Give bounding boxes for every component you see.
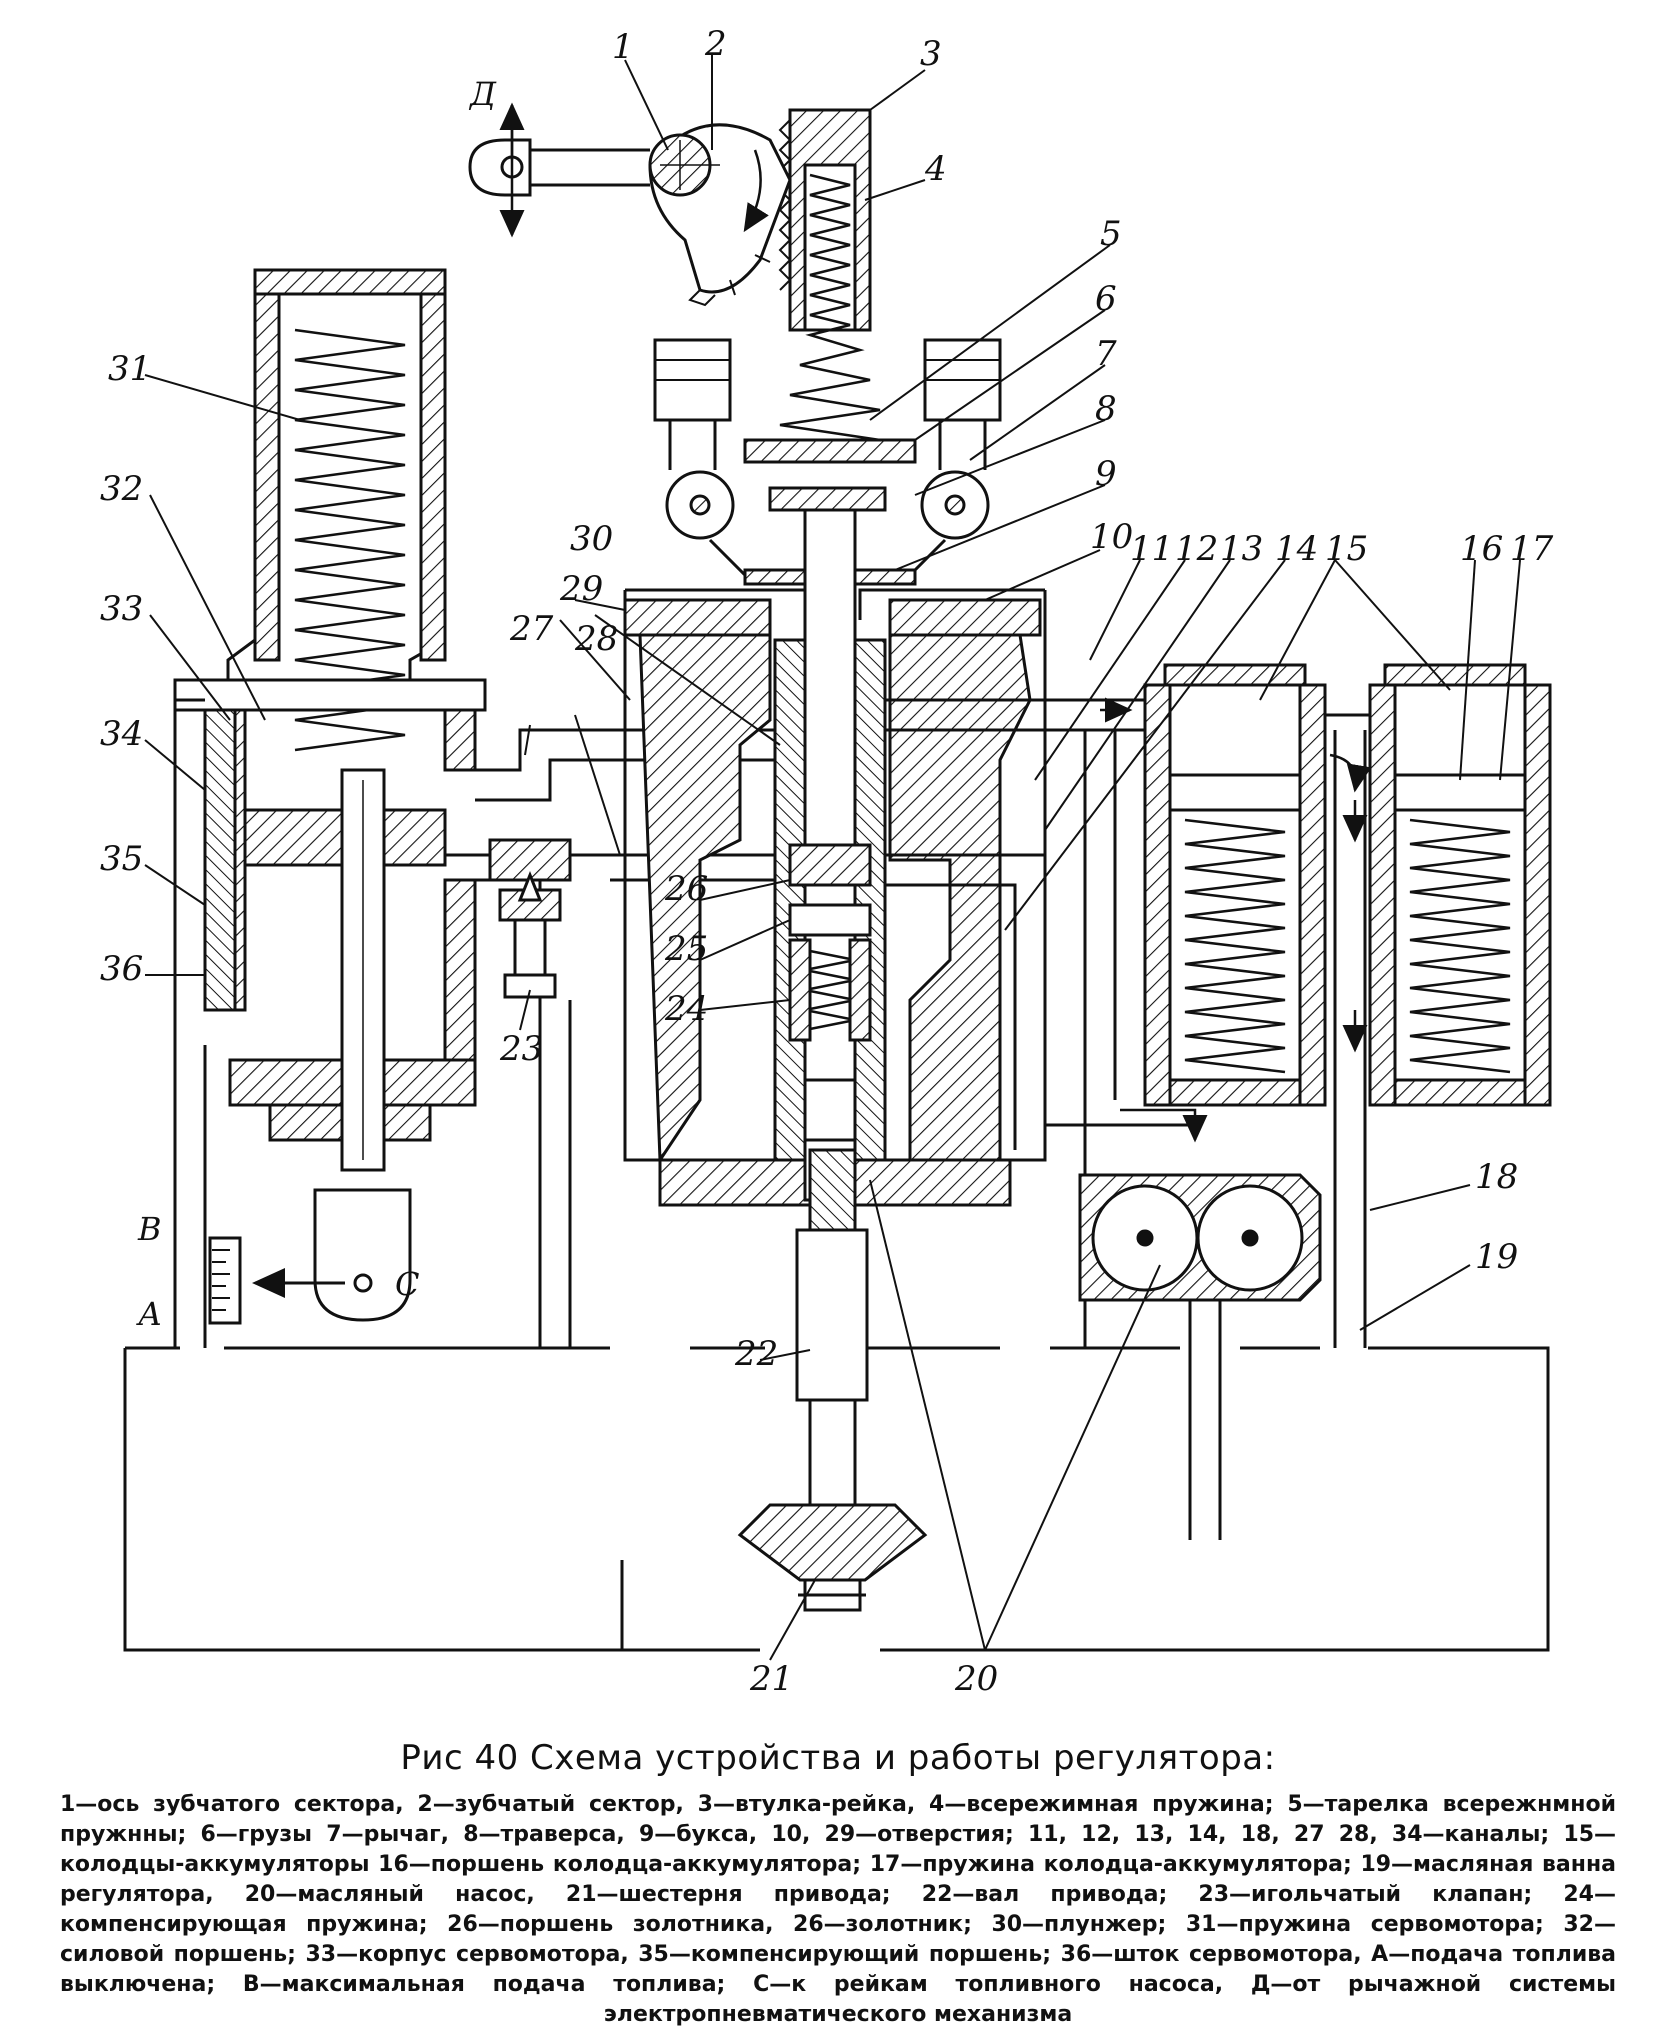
label-19: 19: [1475, 1237, 1518, 1277]
label-17: 17: [1510, 529, 1554, 569]
label-24: 24: [664, 989, 708, 1029]
label-36: 36: [100, 949, 143, 989]
label-25: 25: [664, 929, 708, 969]
label-16: 16: [1460, 529, 1503, 569]
part-labels: 1 2 3 4 5 6 7 8 9 10 11 12 13 14 15 16 1…: [100, 24, 1554, 1699]
label-21: 21: [749, 1659, 793, 1699]
accumulator-spring-left: [1184, 818, 1286, 1074]
leader-lines: [144, 55, 1521, 1661]
label-2: 2: [704, 24, 727, 64]
label-35: 35: [100, 839, 143, 879]
label-32: 32: [100, 469, 143, 509]
variable-speed-spring: [779, 173, 881, 442]
label-9: 9: [1095, 454, 1117, 494]
label-11: 11: [1130, 529, 1173, 569]
label-20: 20: [954, 1659, 998, 1699]
label-29: 29: [559, 569, 603, 609]
figure-caption: Рис 40 Схема устройства и работы регулят…: [60, 1738, 1616, 2030]
governor-diagram: 1 2 3 4 5 6 7 8 9 10 11 12 13 14 15 16 1…: [100, 24, 1554, 1699]
label-b: В: [137, 1210, 162, 1248]
drive-gear: [737, 1503, 928, 1582]
label-12: 12: [1175, 529, 1218, 569]
channels-27-28: [445, 728, 800, 1348]
label-26: 26: [664, 869, 708, 909]
label-33: 33: [100, 589, 143, 629]
label-1: 1: [612, 27, 634, 67]
label-7: 7: [1095, 334, 1117, 374]
label-4: 4: [924, 149, 947, 189]
caption-title: Рис 40 Схема устройства и работы регулят…: [400, 1738, 1276, 1778]
label-27: 27: [509, 609, 554, 649]
channels-11-18: [885, 697, 1372, 1348]
label-23: 23: [499, 1029, 543, 1069]
oil-bath: [123, 1346, 1550, 1652]
needle-valve: [488, 838, 572, 999]
label-30: 30: [570, 519, 613, 559]
accumulator-spring-right: [1409, 818, 1511, 1074]
label-a: А: [136, 1295, 162, 1333]
label-3: 3: [920, 34, 942, 74]
label-18: 18: [1475, 1157, 1518, 1197]
label-15: 15: [1325, 529, 1368, 569]
label-d: Д: [468, 75, 497, 113]
label-22: 22: [734, 1334, 778, 1374]
label-10: 10: [1090, 517, 1133, 557]
label-5: 5: [1100, 214, 1122, 254]
valve-body: [623, 588, 1047, 1207]
label-31: 31: [108, 349, 151, 389]
oil-pump: [1078, 1173, 1322, 1540]
spring-rack: [468, 102, 881, 442]
label-13: 13: [1220, 529, 1263, 569]
spool-assembly: [737, 498, 928, 1612]
accumulators: [1143, 663, 1552, 1107]
label-6: 6: [1095, 279, 1117, 319]
label-c: С: [395, 1265, 419, 1303]
servo-rod-end: [313, 1188, 412, 1322]
caption-legend: 1—ось зубчатого сектора, 2—зубчатый сект…: [60, 1792, 1616, 2027]
label-34: 34: [100, 714, 143, 754]
label-8: 8: [1095, 389, 1117, 429]
label-28: 28: [574, 619, 618, 659]
label-14: 14: [1275, 529, 1318, 569]
servomotor: [173, 268, 487, 1348]
